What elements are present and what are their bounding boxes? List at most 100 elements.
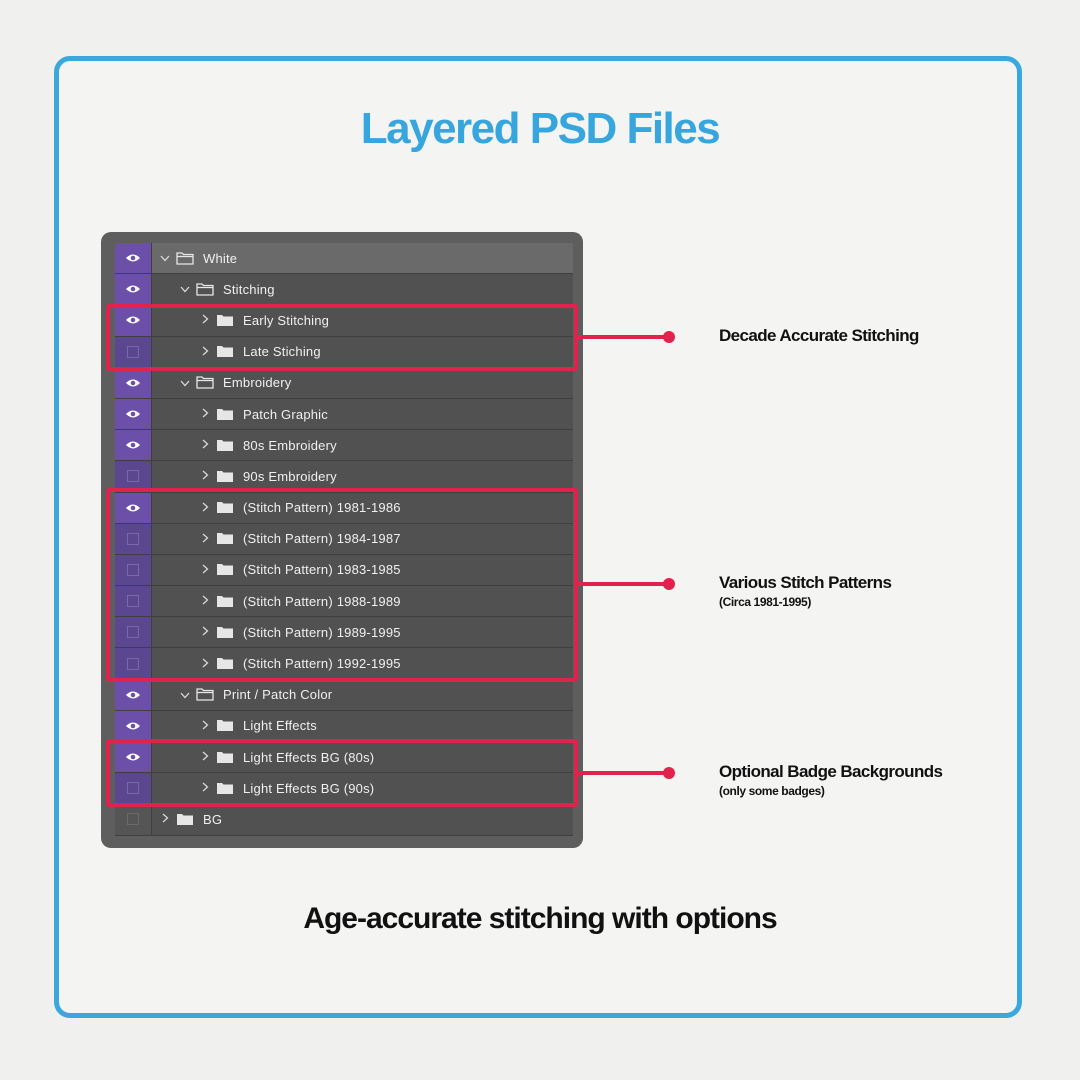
chevron-right-icon[interactable] <box>198 407 212 421</box>
folder-icon <box>216 314 234 327</box>
layer-label: Early Stitching <box>243 312 330 328</box>
chevron-down-icon[interactable] <box>158 251 172 265</box>
layer-row[interactable]: Print / Patch Color <box>115 679 573 711</box>
chevron-right-icon[interactable] <box>158 812 172 826</box>
layer-row[interactable]: Light Effects BG (80s) <box>115 742 573 774</box>
connector-dot-2 <box>663 578 675 590</box>
chevron-right-icon[interactable] <box>198 501 212 515</box>
folder-icon <box>216 345 234 358</box>
callout-stitching: Decade Accurate Stitching <box>719 326 919 346</box>
eye-icon[interactable] <box>115 492 152 523</box>
visibility-toggle[interactable] <box>115 586 152 617</box>
layer-row[interactable]: Light Effects BG (90s) <box>115 773 573 805</box>
layer-label: Patch Graphic <box>243 406 328 422</box>
layer-row[interactable]: 80s Embroidery <box>115 430 573 462</box>
folder-icon <box>216 751 234 764</box>
chevron-right-icon[interactable] <box>198 657 212 671</box>
visibility-toggle[interactable] <box>115 336 152 367</box>
folder-icon <box>176 813 194 826</box>
layer-label: 90s Embroidery <box>243 468 337 484</box>
layer-row[interactable]: Embroidery <box>115 367 573 399</box>
chevron-right-icon[interactable] <box>198 625 212 639</box>
chevron-right-icon[interactable] <box>198 594 212 608</box>
eye-icon[interactable] <box>115 710 152 741</box>
layer-label: (Stitch Pattern) 1981-1986 <box>243 500 401 516</box>
layer-row[interactable]: (Stitch Pattern) 1984-1987 <box>115 523 573 555</box>
folder-icon <box>216 626 234 639</box>
eye-icon[interactable] <box>115 679 152 710</box>
visibility-toggle[interactable] <box>115 804 152 835</box>
layer-row[interactable]: (Stitch Pattern) 1989-1995 <box>115 617 573 649</box>
eye-icon[interactable] <box>115 430 152 461</box>
visibility-toggle[interactable] <box>115 554 152 586</box>
eye-icon[interactable] <box>115 398 152 430</box>
folder-open-icon <box>196 283 214 296</box>
layer-row[interactable]: 90s Embroidery <box>115 461 573 493</box>
eye-icon[interactable] <box>115 305 152 336</box>
connector-dot-1 <box>663 331 675 343</box>
layer-label: BG <box>203 811 223 827</box>
layer-row[interactable]: Early Stitching <box>115 305 573 337</box>
layer-label: White <box>203 250 238 266</box>
layer-row[interactable]: (Stitch Pattern) 1988-1989 <box>115 586 573 618</box>
callout-stitch-patterns: Various Stitch Patterns (Circa 1981-1995… <box>719 573 892 609</box>
chevron-right-icon[interactable] <box>198 781 212 795</box>
folder-open-icon <box>196 688 214 701</box>
chevron-right-icon[interactable] <box>198 469 212 483</box>
highlight-stitch-patterns <box>106 488 578 682</box>
chevron-down-icon[interactable] <box>178 282 192 296</box>
folder-icon <box>216 782 234 795</box>
callout-heading: Decade Accurate Stitching <box>719 326 919 345</box>
layer-row[interactable]: (Stitch Pattern) 1983-1985 <box>115 554 573 587</box>
eye-icon[interactable] <box>115 367 152 398</box>
layer-row[interactable]: Patch Graphic <box>115 398 573 431</box>
visibility-toggle[interactable] <box>115 773 152 804</box>
chevron-right-icon[interactable] <box>198 750 212 764</box>
page-subtitle: Age-accurate stitching with options <box>303 902 777 935</box>
layer-row[interactable]: BG <box>115 804 573 836</box>
chevron-right-icon[interactable] <box>198 345 212 359</box>
layer-row[interactable]: Stitching <box>115 274 573 306</box>
chevron-right-icon[interactable] <box>198 563 212 577</box>
folder-icon <box>216 595 234 608</box>
layer-label: (Stitch Pattern) 1988-1989 <box>243 593 401 609</box>
chevron-right-icon[interactable] <box>198 719 212 733</box>
callout-subtext: (only some badges) <box>719 784 825 798</box>
layer-label: (Stitch Pattern) 1984-1987 <box>243 531 401 547</box>
connector-line-1 <box>578 335 666 339</box>
layer-label: (Stitch Pattern) 1989-1995 <box>243 624 401 640</box>
page-title: Layered PSD Files <box>360 104 721 153</box>
visibility-toggle[interactable] <box>115 648 152 679</box>
layer-row[interactable]: Light Effects <box>115 710 573 742</box>
eye-icon[interactable] <box>115 243 152 274</box>
chevron-right-icon[interactable] <box>198 532 212 546</box>
visibility-toggle[interactable] <box>115 617 152 648</box>
visibility-toggle[interactable] <box>115 461 152 492</box>
layer-label: Print / Patch Color <box>223 687 333 703</box>
eye-icon[interactable] <box>115 742 152 773</box>
connector-line-2 <box>578 582 666 586</box>
layer-row[interactable]: Late Stiching <box>115 336 573 368</box>
layer-label: Embroidery <box>223 375 292 391</box>
connector-dot-3 <box>663 767 675 779</box>
chevron-down-icon[interactable] <box>178 688 192 702</box>
folder-icon <box>216 470 234 483</box>
layer-label: Stitching <box>223 281 275 297</box>
visibility-toggle[interactable] <box>115 523 152 554</box>
layer-label: Late Stiching <box>243 344 321 360</box>
eye-icon[interactable] <box>115 274 152 305</box>
layer-label: Light Effects BG (80s) <box>243 749 375 765</box>
layer-row[interactable]: White <box>115 243 573 275</box>
callout-subtext: (Circa 1981-1995) <box>719 595 811 609</box>
folder-open-icon <box>176 251 194 265</box>
chevron-down-icon[interactable] <box>178 376 192 390</box>
highlight-stitching <box>106 304 578 371</box>
layer-label: (Stitch Pattern) 1983-1985 <box>243 562 401 578</box>
chevron-right-icon[interactable] <box>198 313 212 327</box>
chevron-right-icon[interactable] <box>198 438 212 452</box>
folder-icon <box>216 501 234 514</box>
callout-badge-backgrounds: Optional Badge Backgrounds (only some ba… <box>719 762 943 798</box>
layer-row[interactable]: (Stitch Pattern) 1981-1986 <box>115 492 573 524</box>
